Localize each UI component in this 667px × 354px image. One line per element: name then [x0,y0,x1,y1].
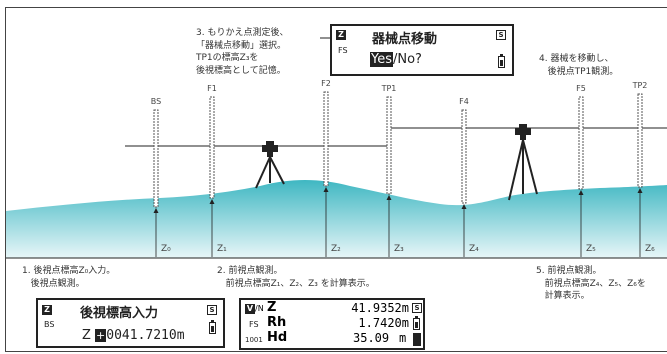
note-step2: 2. 前視点観測。 前視点標高Z₁、Z₂、Z₃ を計算表示。 [217,266,375,289]
ground-terrain [6,180,667,258]
staff-label: TP2 [632,81,648,90]
s-tag: S [207,305,217,315]
height-label: Z₆ [645,244,655,254]
staff-f5 [578,96,584,190]
yes-no-prompt: Yes/No? [370,52,422,67]
staff-label: F1 [207,84,217,93]
staff-label: TP1 [381,84,397,93]
arrow-head [386,195,392,200]
z-tag: Z [336,30,346,40]
staff-f1 [209,96,215,199]
arrow-head [578,190,584,195]
height-label: Z₅ [586,244,596,254]
staff-f4 [461,109,467,204]
height-label: Z₀ [161,244,171,254]
hd-value: 35.09 [353,331,390,345]
arrow-head [637,188,643,193]
height-label: Z₃ [394,244,404,254]
hd-label: Hd [267,330,288,345]
height-label: Z₄ [469,244,479,254]
note-step1: 1. 後視点標高Z₀入力。 後視点観測。 [22,266,116,289]
panel-bs-elevation-input: Z 後視標高入力 S BS Z +0041.7210m [36,298,225,348]
panel-title: 器械点移動 [372,32,438,47]
staff-label: F5 [576,84,586,93]
sign-indicator: + [95,329,107,342]
note-step4: 4. 器械を移動し、 後視点TP1観測。 [539,54,619,77]
mode-label: BS [44,320,55,329]
staff-label: F4 [459,97,469,106]
rh-value: 1.7420m [358,316,409,330]
rh-label: Rh [267,315,287,330]
staff-tp2 [637,93,643,188]
note-step3: 3. もりかえ点測定後、 「器械点移動」選択。 TP1の標高Z₃を 後視標高とし… [196,28,289,76]
point-number: 1001 [245,336,263,344]
staff-label: F2 [321,79,331,88]
height-label: Z₂ [331,244,341,254]
z-tag: Z [42,305,52,315]
battery-icon [498,54,505,68]
level-instrument-2 [508,124,538,201]
no-option[interactable]: /No? [393,52,422,67]
s-tag: S [412,303,422,313]
bs-elevation-field[interactable]: Z +0041.7210m [82,328,185,343]
fs-prefix: FS [249,320,259,329]
arrow-head [209,199,215,204]
z-value: 41.9352m [351,301,409,315]
mode-label: FS [338,46,348,55]
hd-unit: m [399,331,407,345]
diagram-frame [5,7,667,352]
level-instrument-1 [255,141,285,189]
arrow-head [153,208,159,213]
vn-tag: V/N [245,304,264,314]
arrow-head [461,204,467,209]
panel-title: 後視標高入力 [80,306,159,321]
staff-tp1 [386,96,392,195]
arrow-head [323,187,329,192]
staff-bs [153,109,159,208]
note-step5: 5. 前視点観測。 前視点標高Z₄、Z₅、Z₆を 計算表示。 [536,266,646,301]
memory-block [413,333,421,346]
yes-option[interactable]: Yes [370,52,393,67]
battery-icon [209,320,216,334]
battery-icon [413,316,420,330]
field-label: Z [82,328,91,343]
staff-label: BS [150,97,162,106]
elevation-value: 0041.7210m [106,328,185,343]
panel-instrument-move: Z 器械点移動 S FS Yes/No? [330,24,514,76]
staff-f2 [323,91,329,187]
height-label: Z₁ [217,244,227,254]
panel-fs-result: V/N Z 41.9352m S FS Rh 1.7420m 1001 Hd 3… [239,298,425,350]
s-tag: S [496,30,506,40]
z-label: Z [267,300,277,315]
